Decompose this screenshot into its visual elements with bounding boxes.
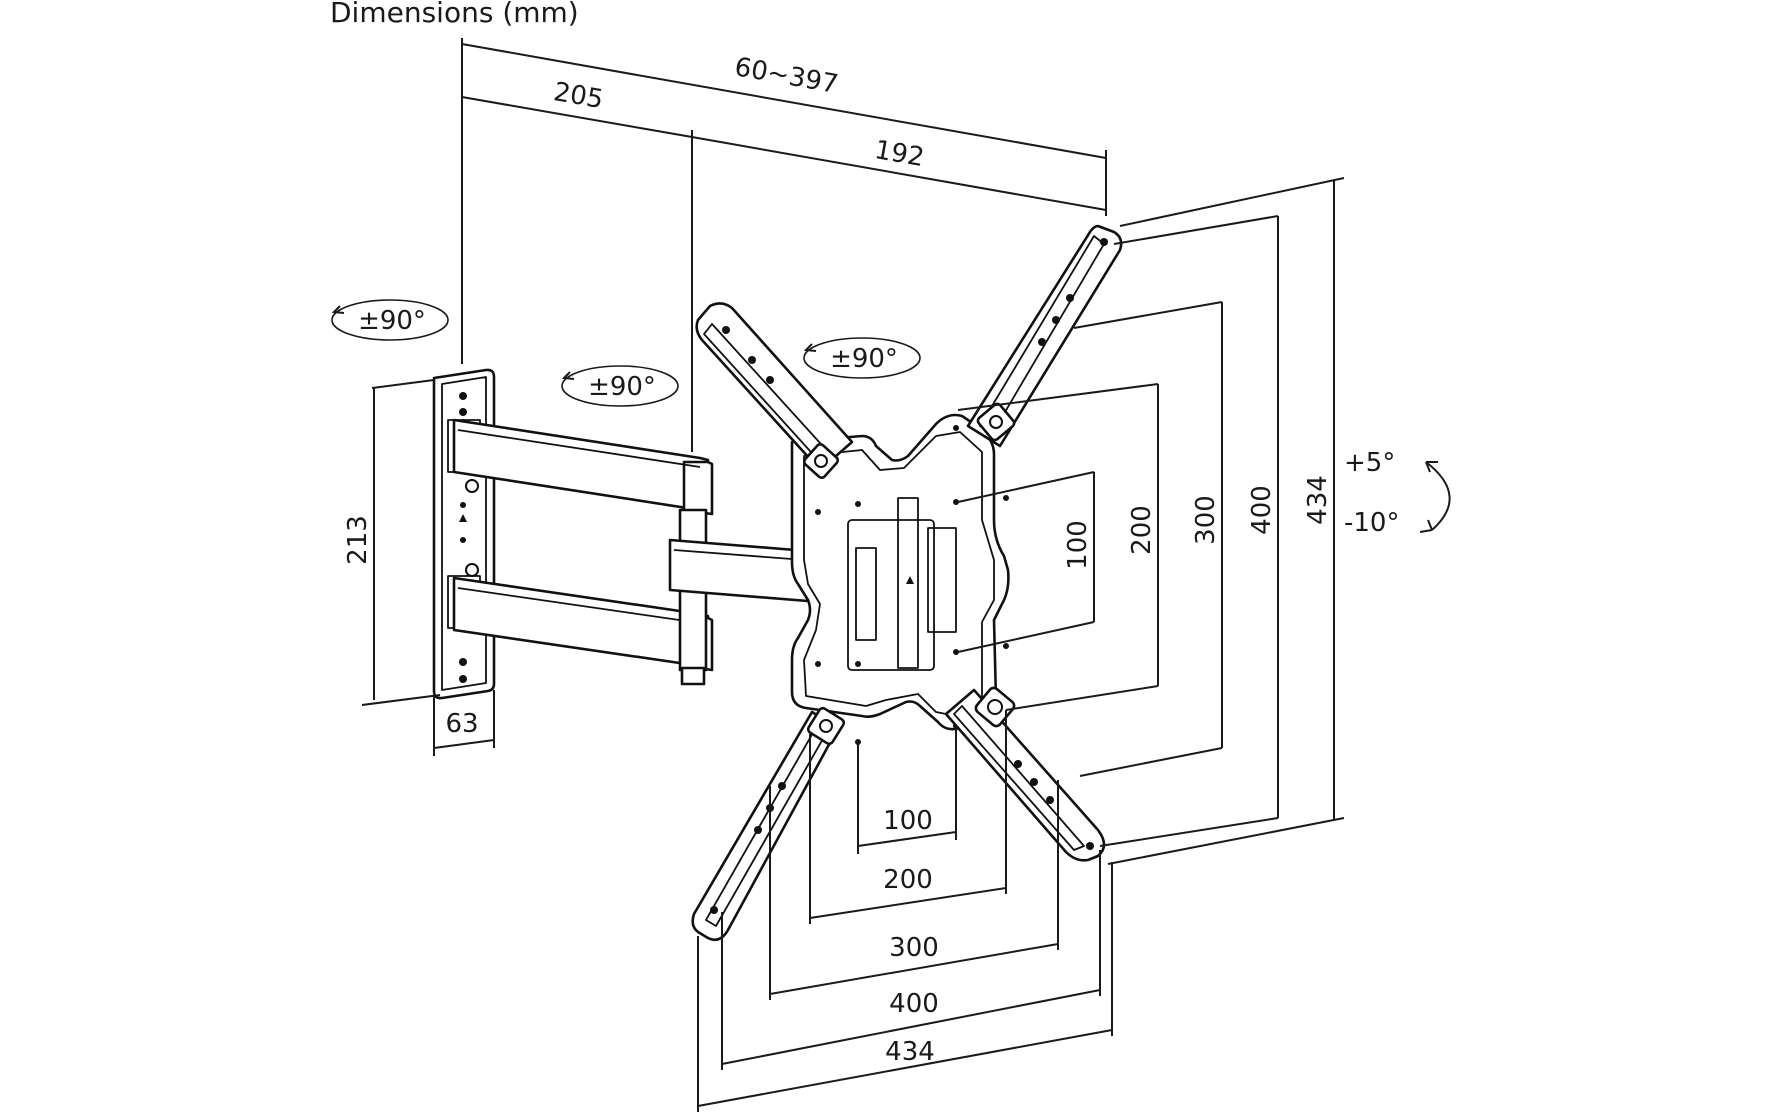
dim-label-v400: 400 [1247,485,1277,535]
rotation-label-wall: ±90° [358,306,426,336]
dim-label-v200: 200 [1127,505,1157,555]
dim-label-v300: 300 [1191,495,1221,545]
upper-arm [452,418,714,516]
dim-label-v434: 434 [1303,475,1333,525]
dim-label-h434: 434 [885,1037,935,1067]
dim-label-plate-width: 63 [445,709,478,739]
horizontal-vesa-dimensions: 100 200 300 400 434 [697,710,1113,1112]
dim-label-h400: 400 [889,989,939,1019]
dim-label-plate-height: 213 [343,515,373,565]
rotation-label-arm: ±90° [588,372,656,402]
dim-label-arm-to-plate: 192 [872,135,926,173]
wall-plate [432,368,496,700]
tilt-indicator: +5° -10° [1344,448,1451,538]
rotation-vesa-plate: ±90° [803,337,921,379]
dim-label-h100: 100 [883,806,933,836]
rotation-label-vesa: ±90° [830,344,898,374]
vesa-plate [691,224,1123,942]
vertical-vesa-dimensions: 100 200 300 400 434 [957,177,1345,865]
dim-label-arm-length: 205 [551,77,605,115]
dim-label-v100: 100 [1063,520,1093,570]
drawing-title: Dimensions (mm) [330,0,579,29]
dim-label-h300: 300 [889,933,939,963]
tilt-up-label: +5° [1344,448,1395,478]
dim-line-extension [461,43,1107,159]
dim-line-arm-length [461,96,693,138]
rotation-arm-joint: ±90° [561,365,679,407]
tilt-down-label: -10° [1344,508,1399,538]
dim-label-h200: 200 [883,865,933,895]
wall-plate-dimensions: 213 63 [343,379,495,756]
rotation-wall-plate: ±90° [331,299,449,341]
dim-line-arm-to-plate [691,136,1107,211]
dim-label-extension: 60~397 [732,52,840,100]
arm-pivot [678,508,708,686]
